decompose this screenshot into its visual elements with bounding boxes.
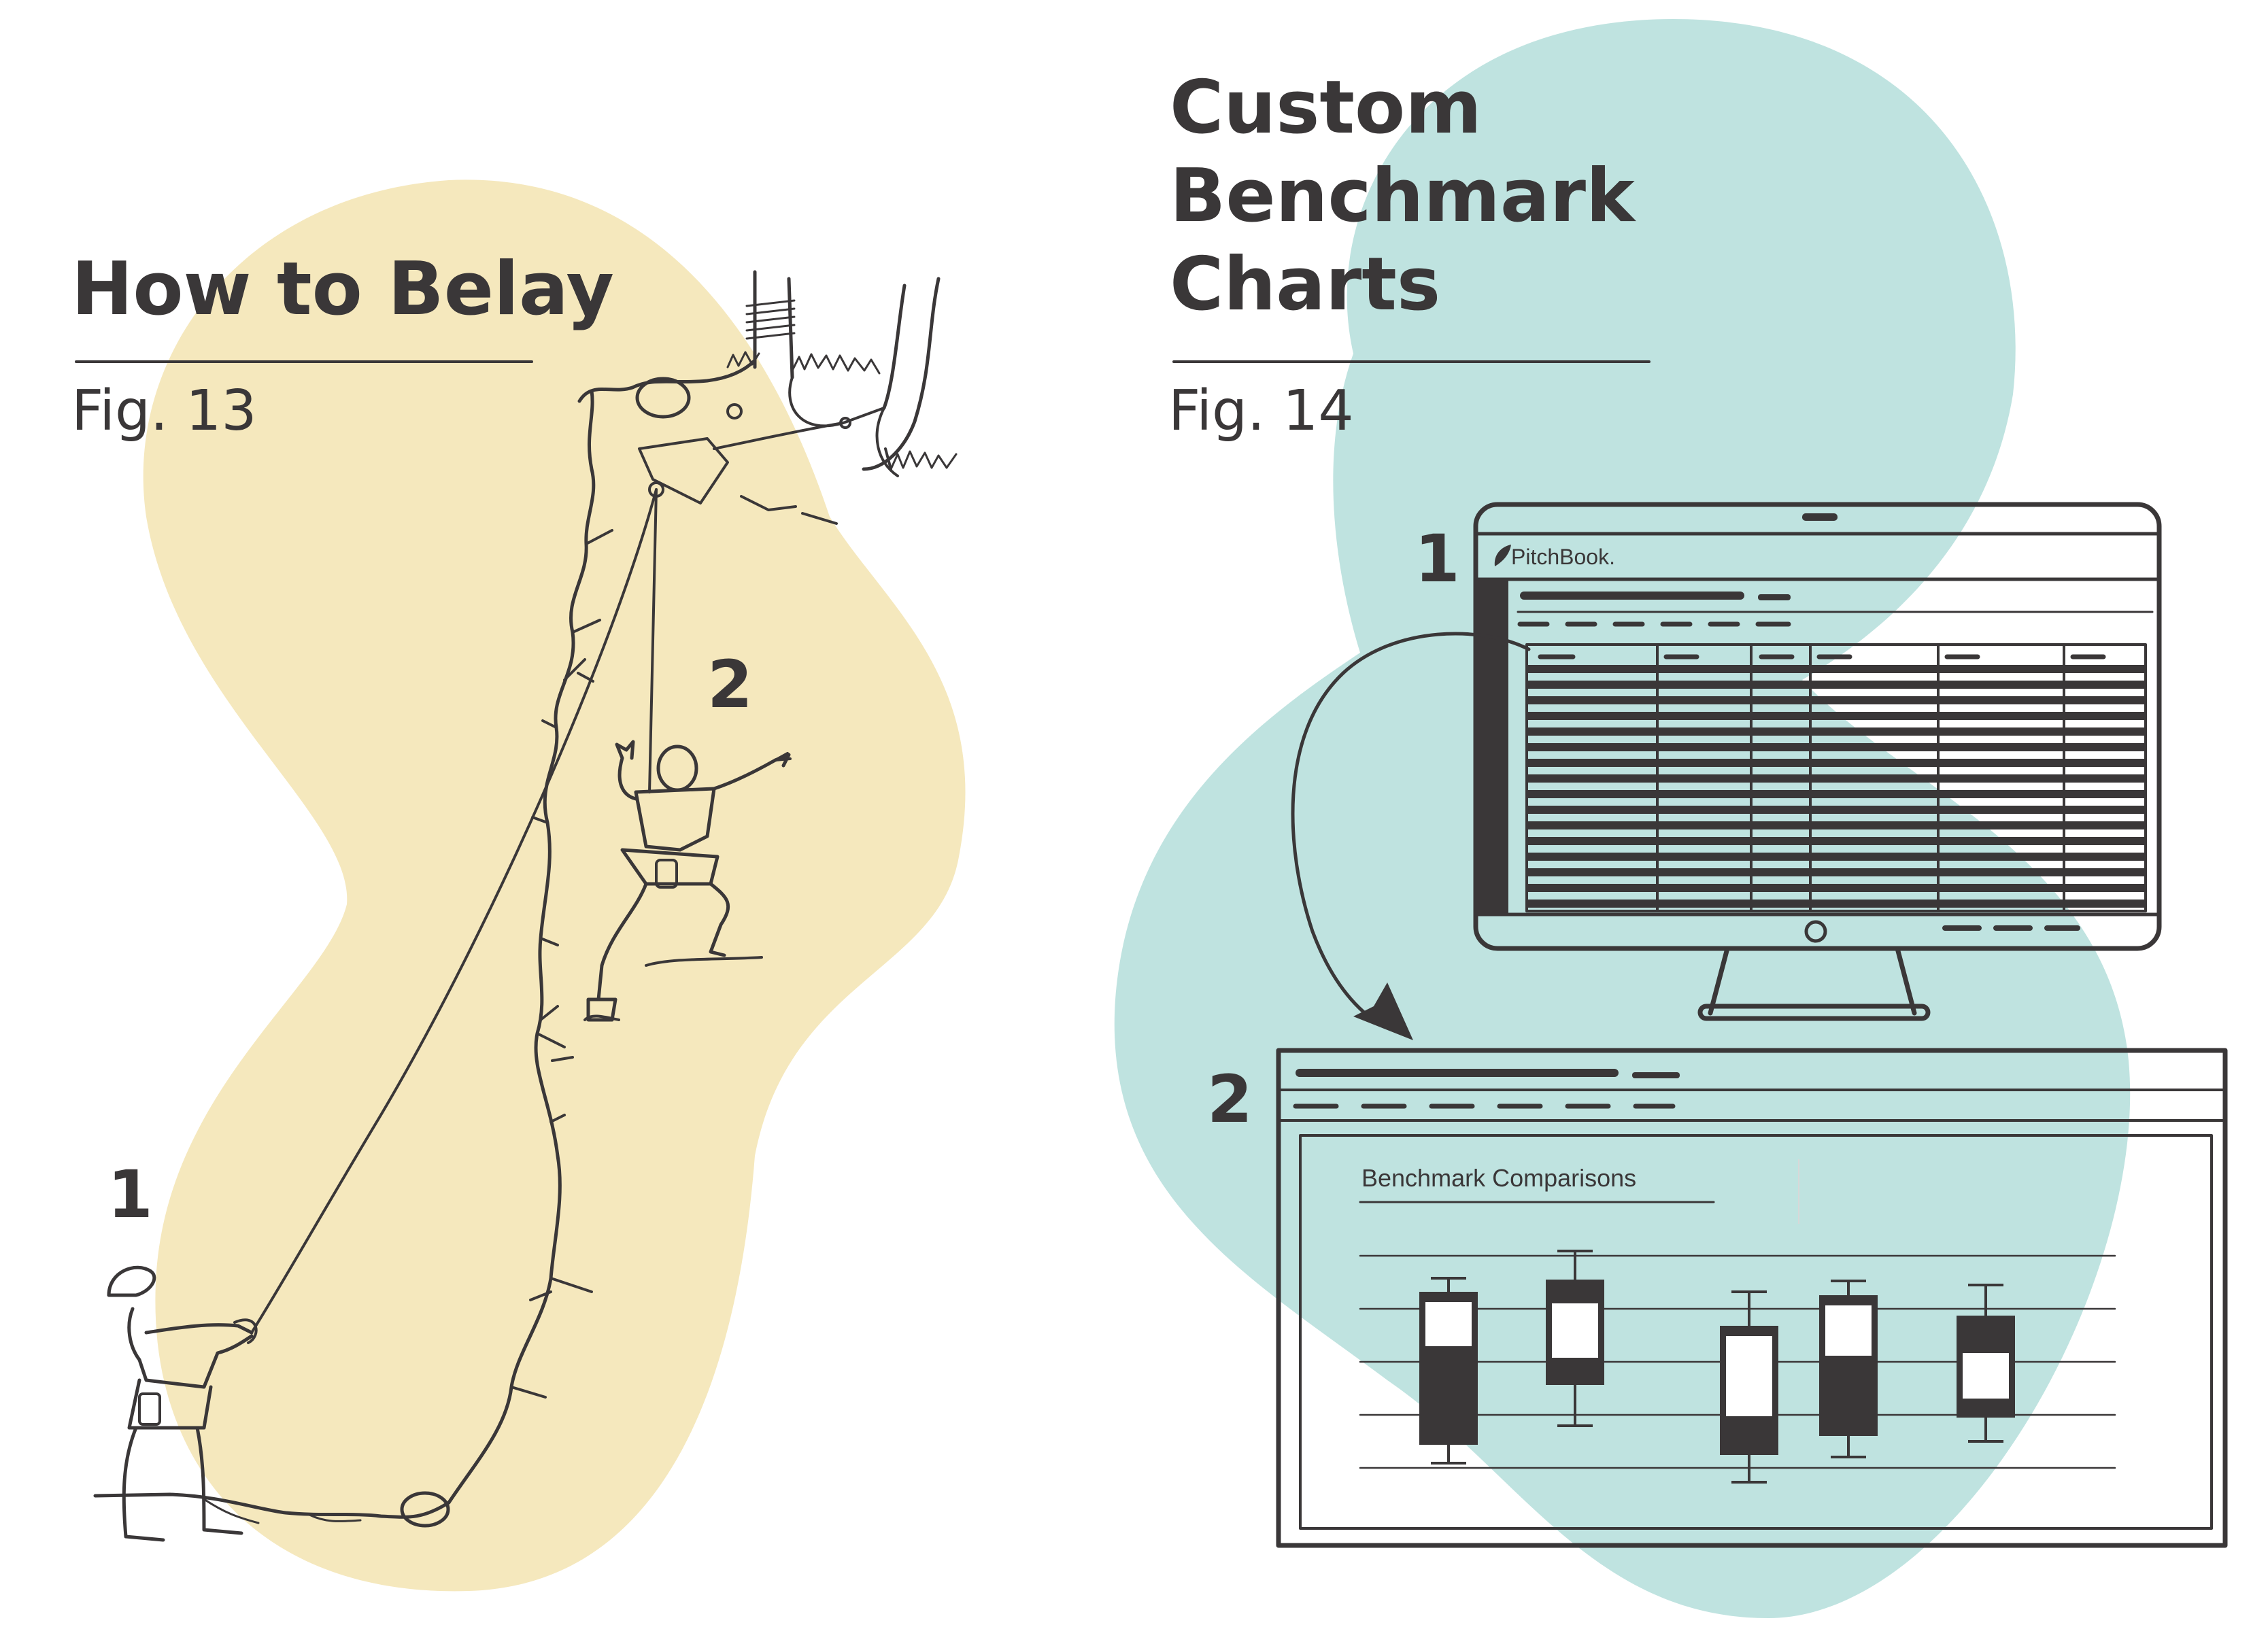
monitor-table-row (1527, 900, 2146, 908)
monitor-table-row (1527, 681, 2146, 689)
benchmark-fig-label: Fig. 14 (1168, 379, 1354, 443)
monitor-table-row (1527, 743, 2146, 751)
teal-blob (1114, 19, 2131, 1618)
monitor-table-row (1527, 727, 2146, 736)
monitor: PitchBook. (1473, 502, 2162, 1021)
monitor-table-row (1527, 712, 2146, 720)
curved-arrow-icon (1291, 632, 1531, 1040)
cliff (93, 270, 958, 1528)
climber-belayer (107, 1265, 258, 1542)
belay-fig-label: Fig. 13 (71, 379, 257, 443)
benchmark-step-2-label: 2 (1207, 1061, 1253, 1137)
climber-top (586, 740, 792, 1022)
box-plot-mark (1425, 1302, 1472, 1346)
monitor-table-row (1527, 665, 2146, 673)
monitor-table-row (1527, 696, 2146, 704)
pitchbook-leaf-icon (1494, 545, 1511, 566)
monitor-table-row (1527, 853, 2146, 861)
monitor-table-row (1527, 821, 2146, 829)
monitor-table-row (1527, 837, 2146, 845)
box-plot-mark (1552, 1303, 1598, 1358)
monitor-brand: PitchBook. (1511, 545, 1615, 569)
monitor-table-row (1527, 774, 2146, 783)
box-plot-mark (1963, 1353, 2009, 1399)
monitor-table-row (1527, 759, 2146, 767)
box-plot-group (1419, 1250, 2015, 1484)
benchmark-title-line-3: Charts (1170, 242, 1440, 327)
monitor-table-row (1527, 884, 2146, 892)
belay-step-1-label: 1 (107, 1157, 153, 1233)
monitor-table-row (1527, 790, 2146, 798)
report-window: Benchmark Comparisons (1276, 1048, 2228, 1548)
belay-title: How to Belay (71, 247, 614, 332)
chart-title: Benchmark Comparisons (1361, 1164, 1636, 1192)
sand-blob (143, 179, 966, 1592)
monitor-table-row (1527, 806, 2146, 814)
belay-step-2-label: 2 (707, 647, 753, 723)
monitor-table-row (1527, 868, 2146, 876)
monitor-table-rows (1527, 665, 2146, 908)
box-plot-mark (1825, 1305, 1872, 1356)
benchmark-title-line-1: Custom (1170, 65, 1482, 150)
rope (250, 488, 658, 1334)
box-plot-mark (1726, 1336, 1772, 1416)
benchmark-step-1-label: 1 (1415, 521, 1460, 597)
benchmark-title-line-2: Benchmark (1170, 154, 1636, 239)
